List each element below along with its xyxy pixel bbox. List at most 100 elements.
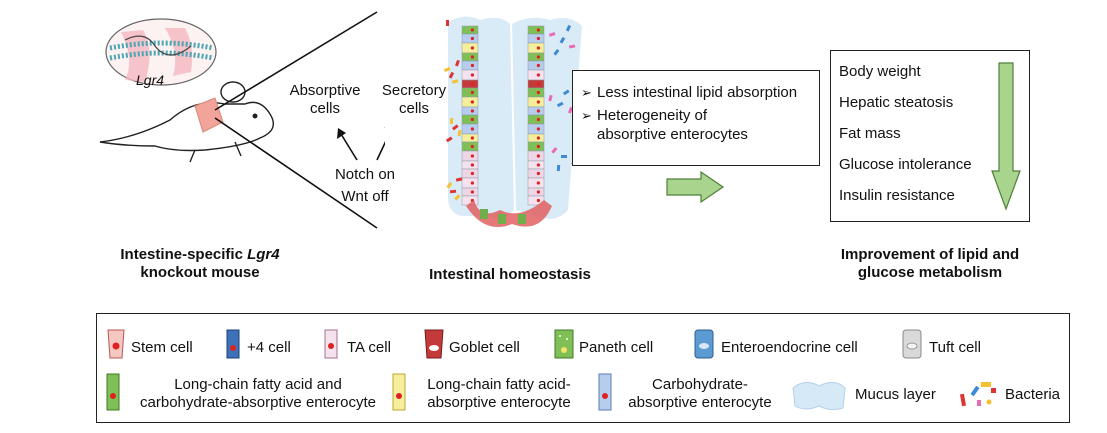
epithelial-cell: [461, 114, 479, 125]
lcfa-carb-enterocyte-icon: [106, 373, 120, 411]
cell-nucleus: [536, 171, 540, 176]
bacterium: [551, 147, 558, 154]
epithelial-cell: [527, 79, 545, 89]
bacterium: [567, 106, 573, 114]
cell-nucleus: [536, 127, 540, 131]
epithelial-cell: [461, 25, 479, 35]
intestine-highlight: [194, 97, 224, 133]
legend-label: Long-chain fatty acid and carbohydrate-a…: [140, 376, 376, 411]
cell-nucleus: [536, 163, 540, 167]
cell-nucleus: [536, 198, 540, 203]
legend-label: Long-chain fatty acid- absorptive entero…: [427, 376, 571, 411]
outcome-item: Insulin resistance: [839, 187, 955, 204]
gene-label: Lgr4: [136, 72, 165, 88]
epithelial-cell: [461, 150, 479, 162]
mouse-illustration: [99, 11, 385, 229]
lcfa-enterocyte-icon: [392, 373, 406, 411]
epithelial-cell: [461, 177, 479, 189]
epithelial-cell: [527, 106, 545, 116]
bacterium: [452, 124, 459, 131]
bacterium: [451, 79, 459, 84]
epithelial-cell: [527, 123, 545, 135]
epithelial-cell: [527, 33, 545, 44]
legend-label: TA cell: [347, 339, 391, 356]
absorptive-label: Absorptive cells: [289, 82, 361, 117]
arrowhead-bullet-icon: ➢: [581, 108, 592, 123]
mouse-caption: Intestine-specific Lgr4 knockout mouse: [120, 246, 280, 281]
epithelial-cell: [527, 168, 545, 179]
legend-label: Goblet cell: [449, 339, 520, 356]
legend-label: Bacteria: [1005, 386, 1061, 403]
bacterium: [560, 154, 568, 159]
bacterium: [449, 189, 457, 194]
ta-cell-icon: [324, 329, 338, 359]
cell-nucleus: [470, 90, 474, 95]
cell-nucleus: [536, 82, 540, 86]
bacterium: [443, 66, 451, 72]
homeostasis-caption: Intestinal homeostasis: [429, 266, 591, 283]
bacterium: [445, 136, 453, 143]
cell-nucleus: [470, 28, 474, 32]
effects-box: ➢ Less intestinal lipid absorption ➢ Het…: [572, 70, 820, 166]
epithelial-cell: [527, 177, 545, 189]
arrowhead-bullet-icon: ➢: [581, 85, 592, 100]
epithelial-cell: [527, 25, 545, 35]
signaling-label: Notch on Wnt off: [334, 166, 396, 205]
epithelial-cell: [461, 69, 479, 81]
cell-nucleus: [470, 109, 474, 113]
outcomes-box: Body weight Hepatic steatosis Fat mass G…: [830, 50, 1030, 222]
bacterium: [457, 129, 462, 137]
bacterium: [449, 117, 454, 125]
epithelial-cell: [527, 187, 545, 197]
bacterium: [562, 89, 570, 96]
outcome-item: Body weight: [839, 63, 921, 80]
epithelial-cell: [527, 52, 545, 62]
legend-label: Carbohydrate- absorptive enterocyte: [628, 376, 772, 411]
outcome-item: Fat mass: [839, 125, 901, 142]
cell-nucleus: [536, 109, 540, 113]
cell-nucleus: [536, 117, 540, 122]
cell-nucleus: [470, 63, 474, 68]
cell-nucleus: [536, 154, 540, 158]
right-arrow-icon: [666, 170, 725, 204]
epithelial-cell: [527, 150, 545, 162]
bacterium: [556, 164, 561, 172]
cell-nucleus: [470, 154, 474, 158]
epithelial-cell: [461, 141, 479, 152]
tuft-cell-icon: [902, 329, 922, 359]
cell-nucleus: [536, 63, 540, 68]
cell-nucleus: [536, 100, 540, 104]
epithelial-cell: [527, 133, 545, 143]
cell-nucleus: [470, 163, 474, 167]
secretory-label: Secretory cells: [381, 82, 447, 117]
enteroendocrine-cell-icon: [694, 329, 714, 359]
bacterium: [455, 59, 460, 67]
cell-nucleus: [470, 181, 474, 185]
mucus-layer-icon: [792, 382, 846, 411]
cell-nucleus: [536, 181, 540, 185]
epithelial-cell: [461, 168, 479, 179]
legend-label: Paneth cell: [579, 339, 654, 356]
cell-nucleus: [536, 73, 540, 77]
cell-nucleus: [470, 171, 474, 176]
cell-nucleus: [470, 36, 474, 41]
epithelial-cell: [527, 160, 545, 170]
epithelial-cell: [461, 79, 479, 89]
epithelial-cell: [461, 42, 479, 54]
bacterium: [553, 49, 560, 56]
epithelial-cell: [527, 96, 545, 108]
cell-nucleus: [536, 190, 540, 194]
cell-nucleus: [470, 82, 474, 86]
cell-nucleus: [536, 28, 540, 32]
bacterium: [454, 194, 461, 201]
cell-nucleus: [536, 136, 540, 140]
epithelial-cell: [527, 42, 545, 54]
lgr4-receptor-icon: [105, 18, 217, 86]
outcome-item: Glucose intolerance: [839, 156, 972, 173]
crypt-right-column: [527, 25, 545, 206]
epithelial-cell: [461, 106, 479, 116]
bacterium: [446, 181, 453, 189]
mouse-icon: [99, 81, 274, 163]
absorptive-arrow: [340, 133, 358, 161]
epithelial-cell: [527, 60, 545, 71]
